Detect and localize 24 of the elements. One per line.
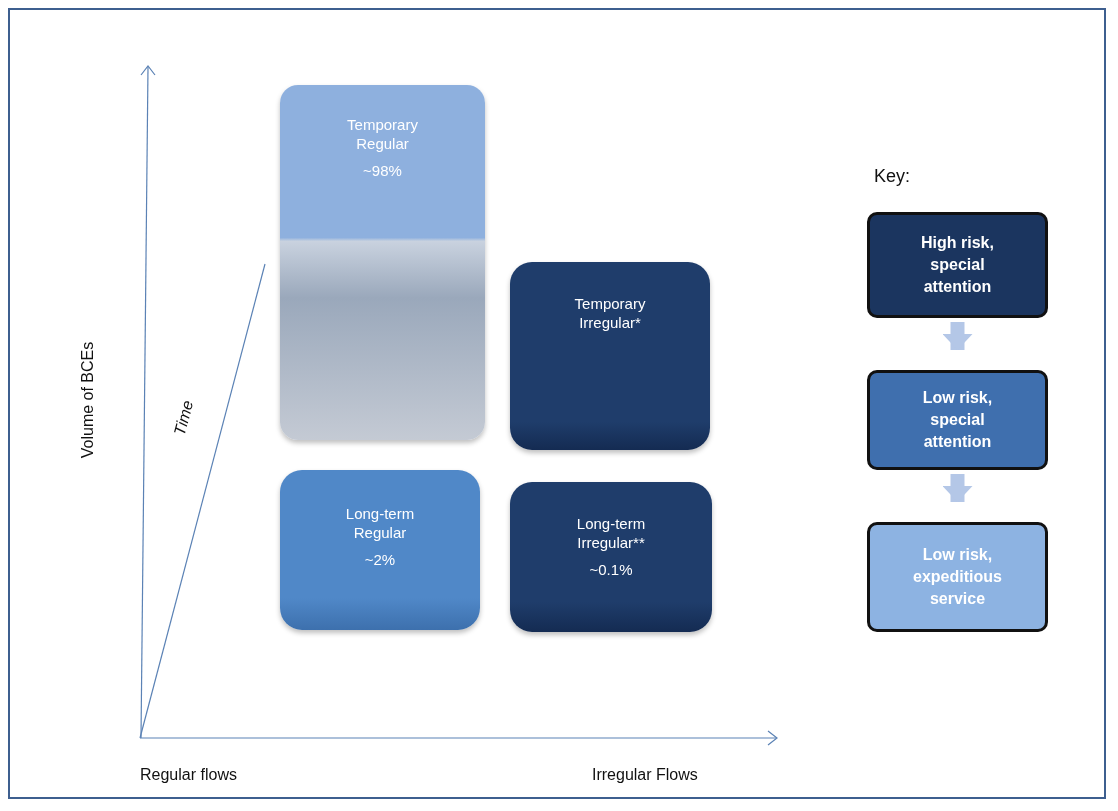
block-label: High risk, special attention	[920, 233, 995, 297]
block-label: Long-term Irregular**	[575, 514, 647, 552]
block-label: Long-term Regular	[344, 504, 416, 542]
block-label: Temporary Irregular*	[573, 294, 647, 332]
axis-label: Regular flows	[140, 766, 237, 784]
percentage-value: ~98%	[363, 161, 402, 180]
column-block	[280, 85, 485, 440]
axis-label: Volume of BCEs	[79, 341, 97, 459]
percentage-value: ~2%	[364, 550, 396, 569]
category-block	[510, 482, 712, 632]
percentage-value: ~0.1%	[589, 560, 633, 579]
key-box	[867, 522, 1048, 632]
block-arrow	[942, 322, 973, 350]
key-box	[867, 370, 1048, 470]
legend-heading: Key:	[874, 166, 911, 187]
category-block	[280, 470, 480, 630]
block-label: Low risk, special attention	[921, 388, 994, 452]
axis-label: Time	[170, 398, 198, 438]
axis-label: Irregular Flows	[592, 766, 698, 784]
category-block	[510, 262, 710, 450]
block-label: Low risk, expeditious service	[912, 545, 1003, 609]
key-box	[867, 212, 1048, 318]
block-label: Temporary Regular	[346, 115, 419, 153]
block-arrow	[942, 474, 973, 502]
